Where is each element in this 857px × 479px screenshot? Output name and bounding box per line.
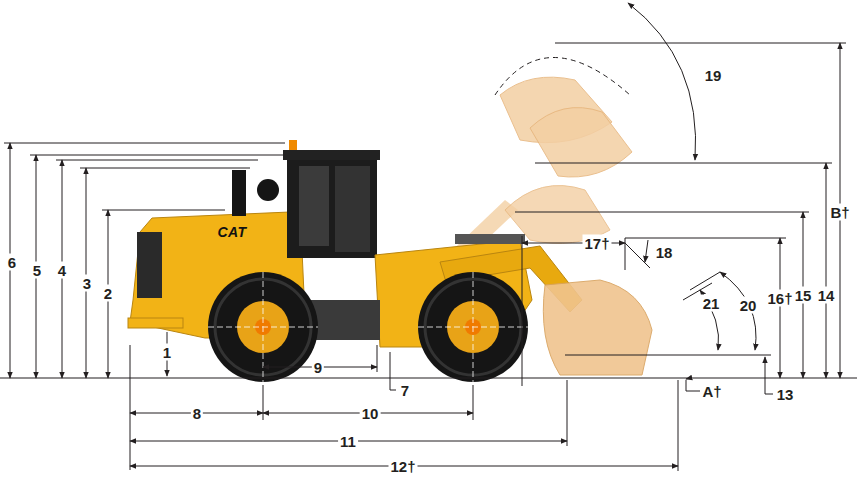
callout-number: 14: [816, 287, 837, 304]
callout-number: 11: [338, 433, 358, 450]
callout-number: 4: [56, 262, 68, 279]
dimension-label: 12†: [388, 458, 417, 475]
callout-number: 8: [191, 405, 203, 422]
callout-number: 1: [161, 344, 173, 361]
callout-number: 13: [775, 386, 796, 403]
callout-number: 10: [360, 405, 381, 422]
dimension-label: B†: [828, 204, 851, 221]
callout-number: 6: [6, 254, 18, 271]
callout-number: 15: [793, 287, 814, 304]
dimension-label: 16†: [765, 290, 794, 307]
callout-number: 5: [31, 262, 43, 279]
logo-text: CAT: [214, 224, 249, 240]
callout-number: 7: [399, 382, 411, 399]
dimension-label: 17†: [582, 235, 611, 252]
callout-number: 9: [312, 359, 324, 376]
callout-number: 3: [81, 275, 93, 292]
callout-number: 20: [738, 297, 759, 314]
callout-number: 2: [102, 285, 114, 302]
dimension-label: A†: [700, 383, 723, 400]
callout-number: 21: [701, 295, 722, 312]
callout-number: 19: [703, 67, 724, 84]
callout-number: 18: [654, 244, 675, 261]
